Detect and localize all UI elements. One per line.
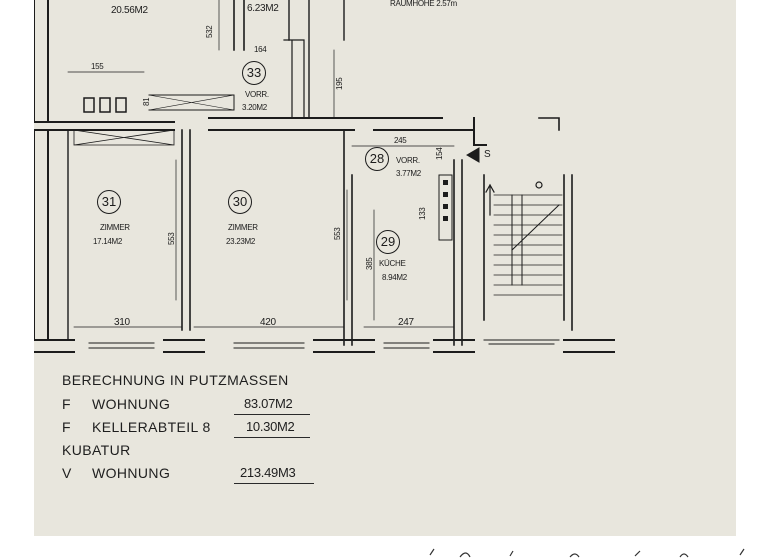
dim-155-label: 155 (91, 62, 104, 71)
room-33-number: 33 (242, 61, 266, 85)
room-31-name: ZIMMER (100, 223, 130, 232)
wall-notch (538, 117, 560, 131)
calc-kubatur: KUBATUR (62, 442, 131, 458)
room-33-name: VORR. (245, 90, 269, 99)
upper-box (283, 39, 305, 119)
dim-420-label: 420 (260, 317, 276, 328)
dim-154-label: 154 (435, 147, 444, 160)
dim-133-label: 133 (418, 207, 427, 220)
dim-553b-label: 553 (333, 227, 342, 240)
calc-heading: BERECHNUNG IN PUTZMASSEN (62, 372, 289, 388)
dim-164-label: 164 (254, 45, 267, 54)
dim-532-label: 532 (205, 25, 214, 38)
room-30-number: 30 (228, 190, 252, 214)
room-28-area: 3.77M2 (396, 169, 421, 178)
upper-wall-a (233, 0, 245, 51)
window-2 (233, 342, 305, 349)
wall-left-outer (34, 0, 49, 121)
area-top-small: 6.23M2 (247, 3, 279, 14)
room-28-name: VORR. (396, 156, 420, 165)
room-29-name: KÜCHE (379, 259, 406, 268)
calc-row-1-label: WOHNUNG (92, 396, 171, 412)
upper-cross (148, 94, 235, 111)
room-28-number: 28 (365, 147, 389, 171)
wall-mid-horizontal (34, 121, 175, 131)
cupboard-31 (73, 129, 175, 146)
wall-left-lower (34, 129, 49, 341)
calc-row-2-value: 10.30M2 (246, 419, 295, 434)
room-31-number: 31 (97, 190, 121, 214)
calc-row-2-prefix: F (62, 419, 71, 435)
wall-mid-right (208, 117, 487, 146)
ceiling-height: RAUMHÖHE 2.57m (390, 0, 457, 8)
calc-volume-label: WOHNUNG (92, 465, 171, 481)
calc-row-1-value: 83.07M2 (244, 396, 293, 411)
dim-247-label: 247 (398, 317, 414, 328)
window-3 (383, 342, 430, 349)
dim-81-label: 81 (142, 97, 151, 106)
bottom-handwriting-marks (429, 548, 745, 558)
upper-shelf (148, 94, 235, 111)
room-31-area: 17.14M2 (93, 237, 123, 246)
stair-arrow (485, 183, 495, 216)
area-top-left: 20.56M2 (111, 5, 148, 16)
wall-29-stair (453, 159, 463, 346)
room-33-area: 3.20M2 (242, 103, 267, 112)
calc-volume-underline (234, 483, 314, 484)
plan-sheet: 20.56M2 6.23M2 RAUMHÖHE 2.57m 532 164 15… (34, 0, 736, 536)
floor-plan-drawing (34, 0, 615, 353)
wall-31-30 (181, 129, 191, 331)
calc-volume-value: 213.49M3 (240, 465, 296, 480)
room-30-area: 23.23M2 (226, 237, 256, 246)
calc-row-1-prefix: F (62, 396, 71, 412)
calc-row-1-underline (234, 414, 310, 415)
room-29-number: 29 (376, 230, 400, 254)
window-1 (88, 342, 155, 349)
dim-195-label: 195 (335, 77, 344, 90)
stair-well (511, 194, 523, 286)
calc-volume-prefix: V (62, 465, 72, 481)
window-4 (483, 339, 560, 345)
room-29-area: 8.94M2 (382, 273, 407, 282)
calc-row-2-label: KELLERABTEIL 8 (92, 419, 211, 435)
stair-marker-label: S (484, 149, 491, 160)
cabinets (83, 97, 127, 113)
dim-310-label: 310 (114, 317, 130, 328)
room-30-name: ZIMMER (228, 223, 258, 232)
stair-line (511, 204, 560, 251)
dim-385-label: 385 (365, 257, 374, 270)
kitchen-counter (438, 174, 453, 241)
dim-553-label: 553 (167, 232, 176, 245)
dim-245-label: 245 (394, 136, 407, 145)
calc-row-2-underline (234, 437, 310, 438)
stair-marker-triangle (466, 147, 480, 163)
upper-wall-b (288, 0, 310, 119)
stair-outer (483, 174, 573, 331)
stair-treads (493, 194, 563, 296)
wall-30-29 (343, 129, 353, 346)
